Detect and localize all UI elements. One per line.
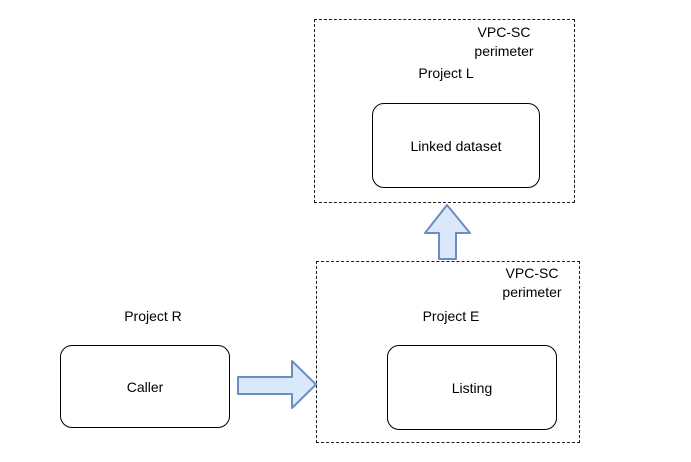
vpc-sc-perimeter-top-label: VPC-SC perimeter [444, 23, 564, 61]
arrow-listing-to-linked-dataset [424, 204, 471, 260]
project-r-label: Project R [124, 308, 182, 324]
arrow-caller-to-listing [237, 360, 317, 409]
project-e-label: Project E [422, 308, 480, 324]
listing-node: Listing [387, 345, 557, 430]
vpc-sc-perimeter-bottom [316, 261, 580, 443]
linked-dataset-node: Linked dataset [372, 103, 540, 188]
listing-label: Listing [451, 379, 493, 396]
caller-label: Caller [126, 378, 164, 395]
vpc-sc-perimeter-top [314, 19, 575, 203]
vpc-sc-label-line1: VPC-SC [477, 24, 531, 40]
vpc-sc-label-line1: VPC-SC [505, 265, 559, 281]
project-l-label: Project L [418, 65, 474, 81]
vpc-sc-label-line2: perimeter [502, 284, 562, 300]
caller-node: Caller [60, 345, 230, 428]
vpc-sc-perimeter-bottom-label: VPC-SC perimeter [472, 264, 592, 302]
linked-dataset-label: Linked dataset [410, 137, 502, 154]
vpc-sc-label-line2: perimeter [474, 43, 534, 59]
